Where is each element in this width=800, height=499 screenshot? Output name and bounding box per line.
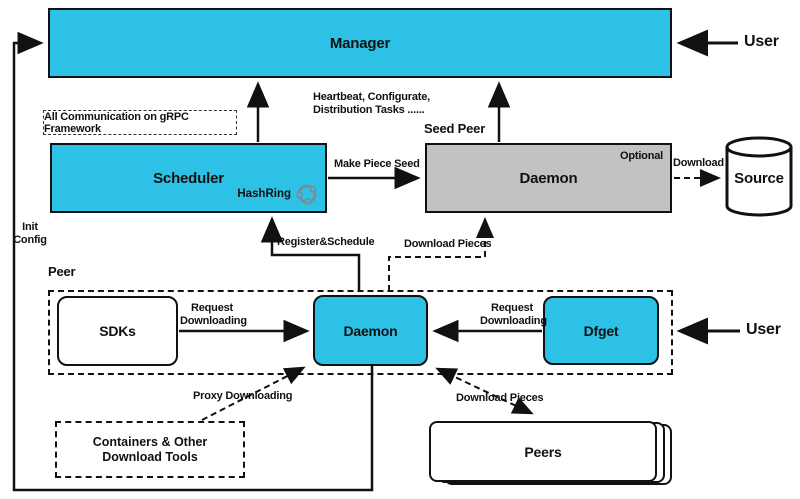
scheduler-label: Scheduler [153,169,224,187]
user-top-label: User [744,33,779,50]
heartbeat-label: Heartbeat, Configurate, Distribution Tas… [313,91,431,116]
arrow-download-pieces-upper [388,217,494,291]
grpc-note: All Communication on gRPC Framework [43,110,237,135]
peer-daemon-box: Daemon [313,295,428,366]
hashring-icon [296,184,317,205]
sdks-box: SDKs [57,296,178,366]
init-config-label: Init Config [13,221,47,246]
sdks-label: SDKs [99,323,136,339]
arrow-proxy-downloading [201,366,306,421]
database-icon [725,136,793,217]
make-piece-seed-label: Make Piece Seed [334,158,420,170]
seed-daemon-box: Daemon Optional [425,143,672,213]
peer-group-label: Peer [48,264,76,279]
peer-daemon-label: Daemon [343,322,398,339]
manager-label: Manager [329,34,391,52]
request-downloading-right-label: Request Downloading [480,302,547,327]
peers-box: Peers [429,421,657,482]
dfget-box: Dfget [543,296,659,365]
seed-peer-group-label: Seed Peer [424,121,486,136]
hashring-label: HashRing [237,188,291,200]
source-label: Source [734,170,784,187]
user-right-label: User [746,321,781,338]
request-downloading-left-label: Request Downloading [180,302,247,327]
download-label: Download [673,157,724,169]
containers-box: Containers & Other Download Tools [55,421,245,478]
dfget-label: Dfget [583,322,619,339]
download-pieces-lower-label: Download Pieces [456,392,544,404]
proxy-downloading-label: Proxy Downloading [193,390,293,402]
source-node: Source [724,136,794,223]
register-schedule-label: Register&Schedule [277,236,375,248]
manager-box: Manager [48,8,672,78]
arrow-register-schedule [260,216,361,291]
download-pieces-upper-label: Download Pieces [404,238,492,250]
seed-daemon-label: Daemon [519,169,578,187]
peer-group-box [48,290,673,375]
optional-label: Optional [619,150,663,162]
scheduler-box: Scheduler HashRing [50,143,327,213]
arrow-init-config [12,31,374,492]
hashring-badge: HashRing [237,182,319,206]
arrow-download-pieces-lower [435,367,534,415]
peers-label: Peers [524,443,562,460]
